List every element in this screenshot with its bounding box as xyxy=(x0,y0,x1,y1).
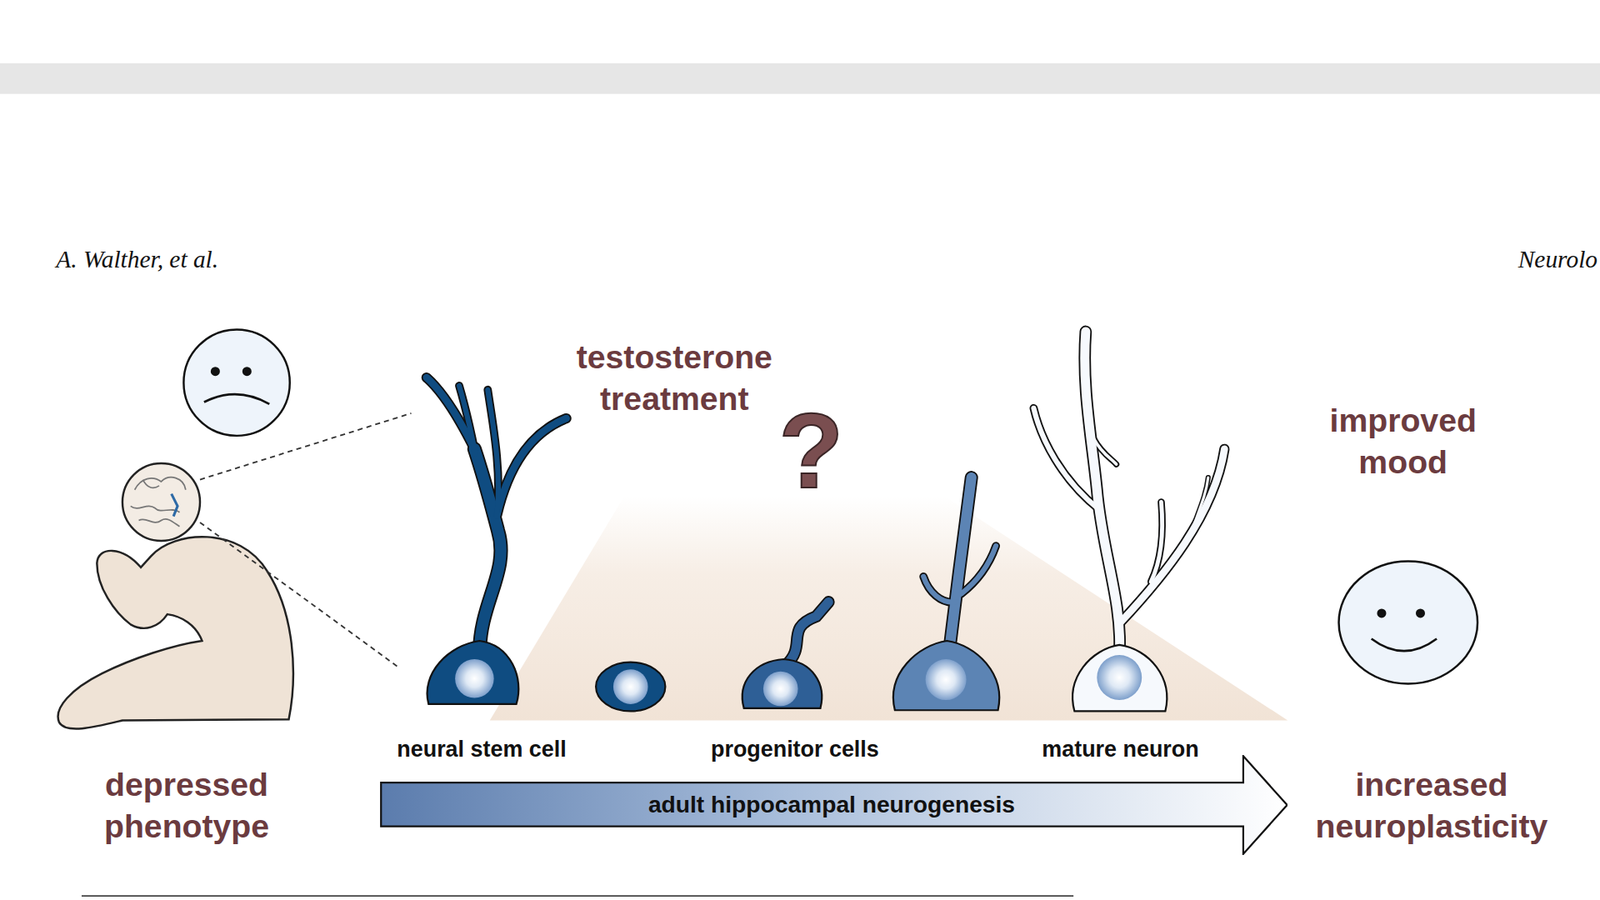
immature-neuron xyxy=(893,477,1000,710)
sad-face xyxy=(183,330,290,436)
header-bar xyxy=(0,63,1600,95)
cell-label: mature neuron xyxy=(1008,735,1233,763)
footer-rule xyxy=(81,895,1074,897)
treatment-wedge xyxy=(490,495,1289,720)
running-header: A. Walther, et al. xyxy=(55,245,219,275)
outcome-label: improved mood xyxy=(1290,400,1515,484)
happy-face xyxy=(1339,560,1479,684)
question-mark: ? xyxy=(765,398,857,505)
progenitor-cell xyxy=(742,601,829,708)
phenotype-label: depressed phenotype xyxy=(64,764,310,848)
process-arrow: adult hippocampal neurogenesis xyxy=(380,755,1289,855)
outcome-label: increased neuroplasticity xyxy=(1278,764,1585,848)
neural-stem-cell xyxy=(426,377,567,705)
mature-neuron xyxy=(1033,331,1225,712)
cell-label: progenitor cells xyxy=(682,735,907,763)
process-label: adult hippocampal neurogenesis xyxy=(607,790,1015,819)
zoom-line xyxy=(200,522,400,669)
depressed-person xyxy=(58,463,294,730)
progenitor-cell xyxy=(595,662,665,712)
journal-name: Neurolo xyxy=(1518,245,1598,275)
cell-label: neural stem cell xyxy=(369,735,594,763)
